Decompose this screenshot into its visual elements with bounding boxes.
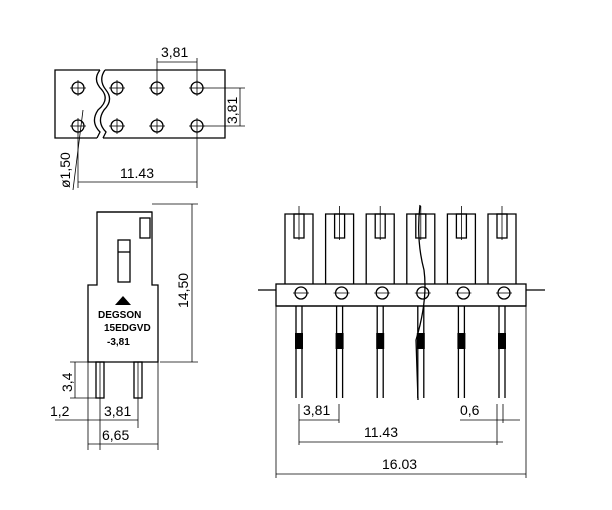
top-view: 3,81 3,81 ø1,50 11.43 (54, 44, 245, 191)
pin-marker (416, 333, 425, 349)
brand-label: DEGSON (98, 310, 141, 321)
pitch-mark-label: -3,81 (107, 337, 130, 348)
hole-grid (70, 80, 205, 134)
offset-label: 1,2 (50, 403, 70, 419)
pin-marker (457, 333, 466, 349)
front-pins (284, 206, 517, 398)
model-label: 15EDGVD (104, 323, 151, 334)
side-view: DEGSON 15EDGVD -3,81 14,50 3,4 1,2 3,81 … (50, 203, 198, 450)
total-width-label: 16.03 (382, 456, 417, 472)
side-pitch-label: 3,81 (104, 403, 131, 419)
front-pitch-label: 3,81 (303, 402, 330, 418)
hole-diameter-label: ø1,50 (57, 152, 73, 188)
side-width-label: 6,65 (102, 427, 129, 443)
pin-width-label: 0,6 (460, 402, 480, 418)
pin-marker (498, 333, 506, 349)
break-line (415, 204, 426, 401)
top-width-label: 11.43 (120, 165, 154, 181)
brand-logo-icon (115, 296, 131, 305)
pin-marker (295, 333, 303, 349)
height-label: 14,50 (175, 273, 191, 308)
pin-length-label: 3,4 (59, 372, 75, 392)
span-label: 11.43 (364, 424, 398, 440)
top-pitch-label: 3,81 (161, 44, 188, 60)
pin-marker (376, 333, 385, 349)
right-pitch-label: 3,81 (224, 97, 240, 124)
pin-marker (335, 333, 344, 349)
front-view: 3,81 0,6 11.43 16.03 (258, 204, 545, 478)
